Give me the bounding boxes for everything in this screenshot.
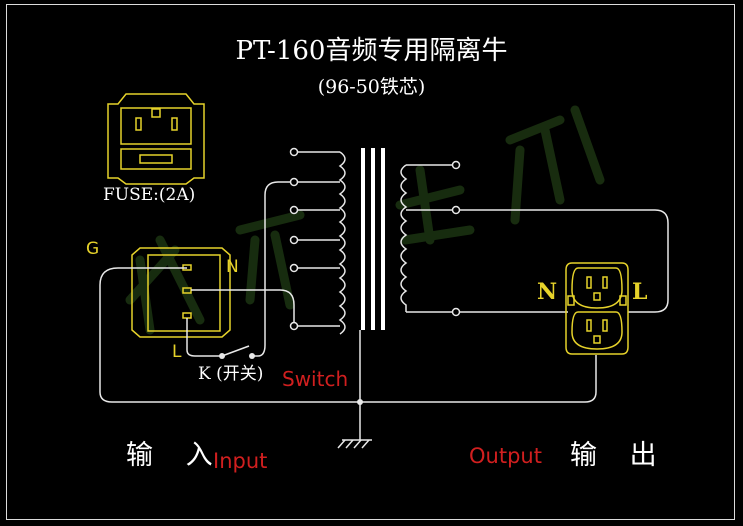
output-live-label: L — [632, 279, 648, 305]
switch-label: K (开关) — [198, 364, 264, 384]
watermark — [125, 105, 605, 335]
coil-taps — [289, 147, 461, 331]
output-outlet — [565, 262, 629, 355]
switch-contacts — [219, 353, 363, 405]
output-label-en: Output — [469, 444, 542, 468]
diagram-title: PT-160音频专用隔离牛 — [235, 36, 508, 66]
input-live-label: L — [172, 342, 182, 362]
ground-label: G — [86, 239, 100, 259]
transformer-core — [361, 148, 385, 330]
input-label-en: Input — [213, 449, 268, 473]
fuse-label: FUSE:(2A) — [103, 185, 196, 205]
output-neutral-label: N — [537, 279, 558, 305]
input-label-zh: 输 入 — [126, 440, 225, 471]
diagram-frame — [6, 4, 735, 520]
transformer — [338, 151, 408, 335]
iec-fuse-inlet — [107, 93, 205, 185]
diagram-subtitle: (96-50铁芯) — [317, 76, 426, 98]
wiring — [99, 151, 669, 449]
switch-label-en: Switch — [282, 367, 349, 391]
input-neutral-label: N — [226, 257, 239, 277]
output-label-zh: 输 出 — [570, 440, 669, 471]
